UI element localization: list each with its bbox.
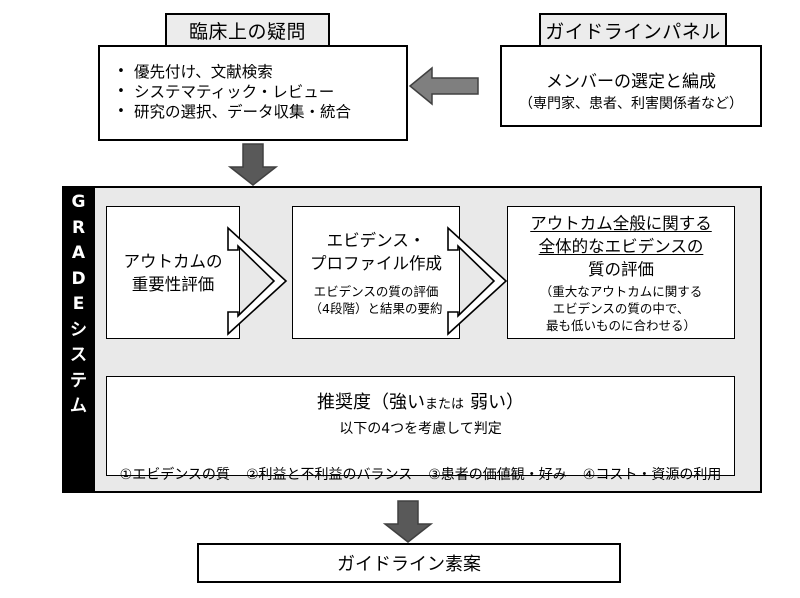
guideline-panel-line2: （専門家、患者、利害関係者など）	[519, 96, 743, 112]
stage-sub: エビデンスの質の評価 （4段階）と結果の要約	[309, 283, 443, 316]
arrow-down-icon-to-draft	[382, 500, 434, 543]
list-item: • 研究の選択、データ収集・統合	[108, 102, 402, 122]
spine-char: シ	[70, 319, 87, 340]
chevron-right-icon-1	[227, 226, 288, 336]
stage-head: アウトカム全般に関する 全体的なエビデンスの 質の評価	[530, 213, 712, 279]
guideline-panel-chip: ガイドラインパネル	[539, 13, 727, 47]
list-item: • システマティック・レビュー	[108, 82, 402, 102]
spine-char: R	[71, 217, 86, 238]
guideline-panel-line1: メンバーの選定と編成	[546, 72, 716, 92]
recommendation-strength-c: 弱い）	[470, 392, 524, 413]
spine-char: テ	[70, 370, 87, 391]
recommendation-criteria-note: 以下の4つを考慮して判定	[339, 421, 502, 437]
bullet-text: 優先付け、文献検索	[134, 63, 273, 81]
guideline-panel-body: メンバーの選定と編成 （専門家、患者、利害関係者など）	[504, 62, 758, 122]
guideline-draft-box: ガイドライン素案	[197, 543, 621, 583]
guideline-panel-chip-label: ガイドラインパネル	[545, 20, 721, 43]
spine-char: D	[71, 268, 86, 289]
clinical-question-bullets: • 優先付け、文献検索 • システマティック・レビュー • 研究の選択、データ収…	[108, 62, 402, 122]
grade-system-spine-label: G R A D E シ ス テ ム	[62, 186, 95, 493]
clinical-question-chip-label: 臨床上の疑問	[188, 20, 306, 43]
spine-char: ム	[70, 396, 87, 416]
spine-char: E	[72, 294, 85, 314]
factor-3: ③患者の価値観・好み	[428, 467, 567, 483]
bullet-text: 研究の選択、データ収集・統合	[134, 103, 352, 121]
arrow-down-icon-to-grade	[227, 143, 279, 186]
stage-head: エビデンス・ プロファイル作成	[310, 230, 442, 273]
spine-char: G	[71, 192, 86, 212]
stage-overall-quality: アウトカム全般に関する 全体的なエビデンスの 質の評価 （重大なアウトカムに関す…	[507, 206, 735, 339]
recommendation-factors: ①エビデンスの質 ②利益と不利益のバランス ③患者の価値観・好み ④コスト・資源の利用	[120, 465, 722, 485]
spine-char: A	[71, 243, 86, 263]
stage-head: アウトカムの 重要性評価	[123, 251, 223, 294]
recommendation-strength-line: 推奨度（強いまたは弱い）	[317, 391, 524, 417]
spine-char: ス	[70, 345, 87, 365]
stage-sub: （重大なアウトカムに関する エビデンスの質の中で、 最も低いものに合わせる）	[539, 283, 703, 333]
stage-outcome-importance: アウトカムの 重要性評価	[106, 206, 240, 339]
arrow-left-icon	[408, 66, 479, 106]
factor-1: ①エビデンスの質	[119, 467, 230, 483]
factor-4: ④コスト・資源の利用	[582, 467, 722, 483]
recommendation-strength-or: または	[424, 397, 464, 412]
bullet-glyph: •	[117, 104, 125, 119]
guideline-draft-label: ガイドライン素案	[337, 554, 481, 575]
bullet-text: システマティック・レビュー	[134, 83, 335, 101]
chevron-right-icon-2	[447, 226, 508, 336]
recommendation-strength-a: 推奨度（強い	[316, 392, 425, 413]
factor-2: ②利益と不利益のバランス	[245, 467, 413, 483]
clinical-question-chip: 臨床上の疑問	[165, 13, 330, 47]
stage-evidence-profile: エビデンス・ プロファイル作成 エビデンスの質の評価 （4段階）と結果の要約	[292, 206, 460, 339]
clinical-question-box	[98, 45, 408, 141]
bullet-glyph: •	[117, 64, 125, 79]
list-item: • 優先付け、文献検索	[108, 62, 402, 82]
recommendation-box: 推奨度（強いまたは弱い） 以下の4つを考慮して判定 ①エビデンスの質 ②利益と不利…	[106, 376, 735, 483]
bullet-glyph: •	[117, 84, 125, 99]
